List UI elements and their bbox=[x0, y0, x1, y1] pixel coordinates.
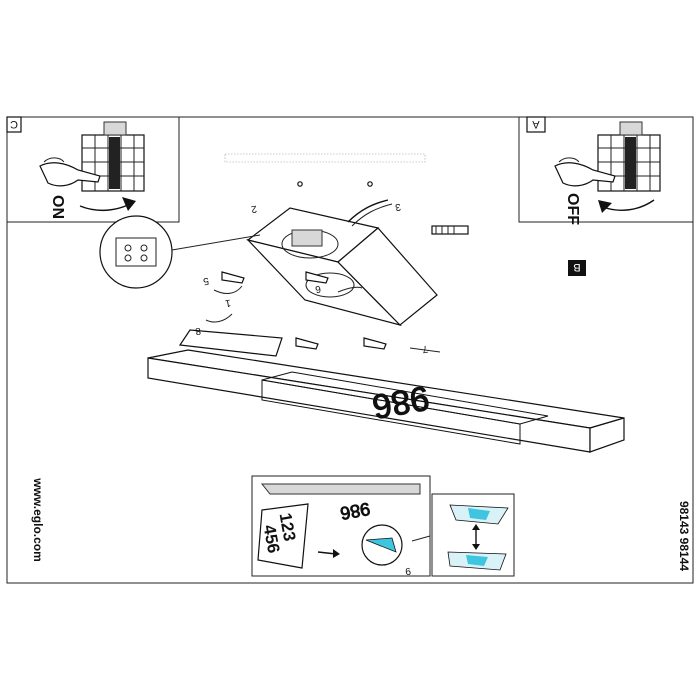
panel-c-action: ON bbox=[49, 195, 66, 219]
arrow-step-1 bbox=[205, 313, 233, 323]
wall-plug bbox=[431, 225, 469, 235]
mounting-box bbox=[246, 207, 438, 327]
panel-c-letter: C bbox=[10, 118, 18, 130]
number-sign-panel: 986 bbox=[147, 349, 625, 453]
ceiling-hatch bbox=[224, 153, 426, 163]
cover-plate bbox=[178, 329, 283, 357]
sticker-detail bbox=[411, 493, 515, 577]
arrow-step-6 bbox=[337, 286, 363, 293]
step-2: 2 bbox=[250, 203, 258, 215]
terminal-callout bbox=[99, 215, 261, 289]
panel-a-action: OFF bbox=[564, 193, 581, 225]
panel-b-badge: B bbox=[568, 260, 586, 276]
digits-card-row1: 123 bbox=[276, 511, 300, 542]
detail-panel: 986 123 456 bbox=[251, 475, 431, 577]
page-frame bbox=[6, 116, 694, 584]
step-9: 9 bbox=[404, 565, 412, 577]
footer-website: www.eglo.com bbox=[31, 477, 45, 562]
step-numbers: 1 2 3 5 6 7 8 9 bbox=[194, 201, 429, 577]
panel-a: A OFF bbox=[518, 116, 694, 225]
footer-model-numbers: 98143 98144 bbox=[677, 501, 691, 571]
step-1: 1 bbox=[224, 297, 232, 309]
hand-a bbox=[554, 162, 616, 187]
supply-cable bbox=[347, 199, 389, 223]
step-8: 8 bbox=[194, 325, 202, 337]
detail-house-number: 986 bbox=[339, 499, 372, 524]
panel-a-letter: A bbox=[532, 118, 540, 130]
arrow-step-5 bbox=[213, 285, 243, 294]
arrow-step-7 bbox=[409, 347, 441, 353]
ceiling-anchor-points bbox=[297, 181, 373, 187]
screw-icons bbox=[221, 271, 387, 350]
step-3: 3 bbox=[394, 201, 402, 213]
panel-b-letter: B bbox=[573, 261, 580, 273]
step-6: 6 bbox=[314, 283, 322, 295]
hand-c bbox=[39, 162, 101, 187]
step-5: 5 bbox=[202, 275, 210, 287]
digits-card-row2: 456 bbox=[260, 523, 284, 554]
panel-c: C ON bbox=[6, 116, 180, 223]
step-7: 7 bbox=[421, 343, 429, 355]
digits-card bbox=[257, 503, 309, 569]
